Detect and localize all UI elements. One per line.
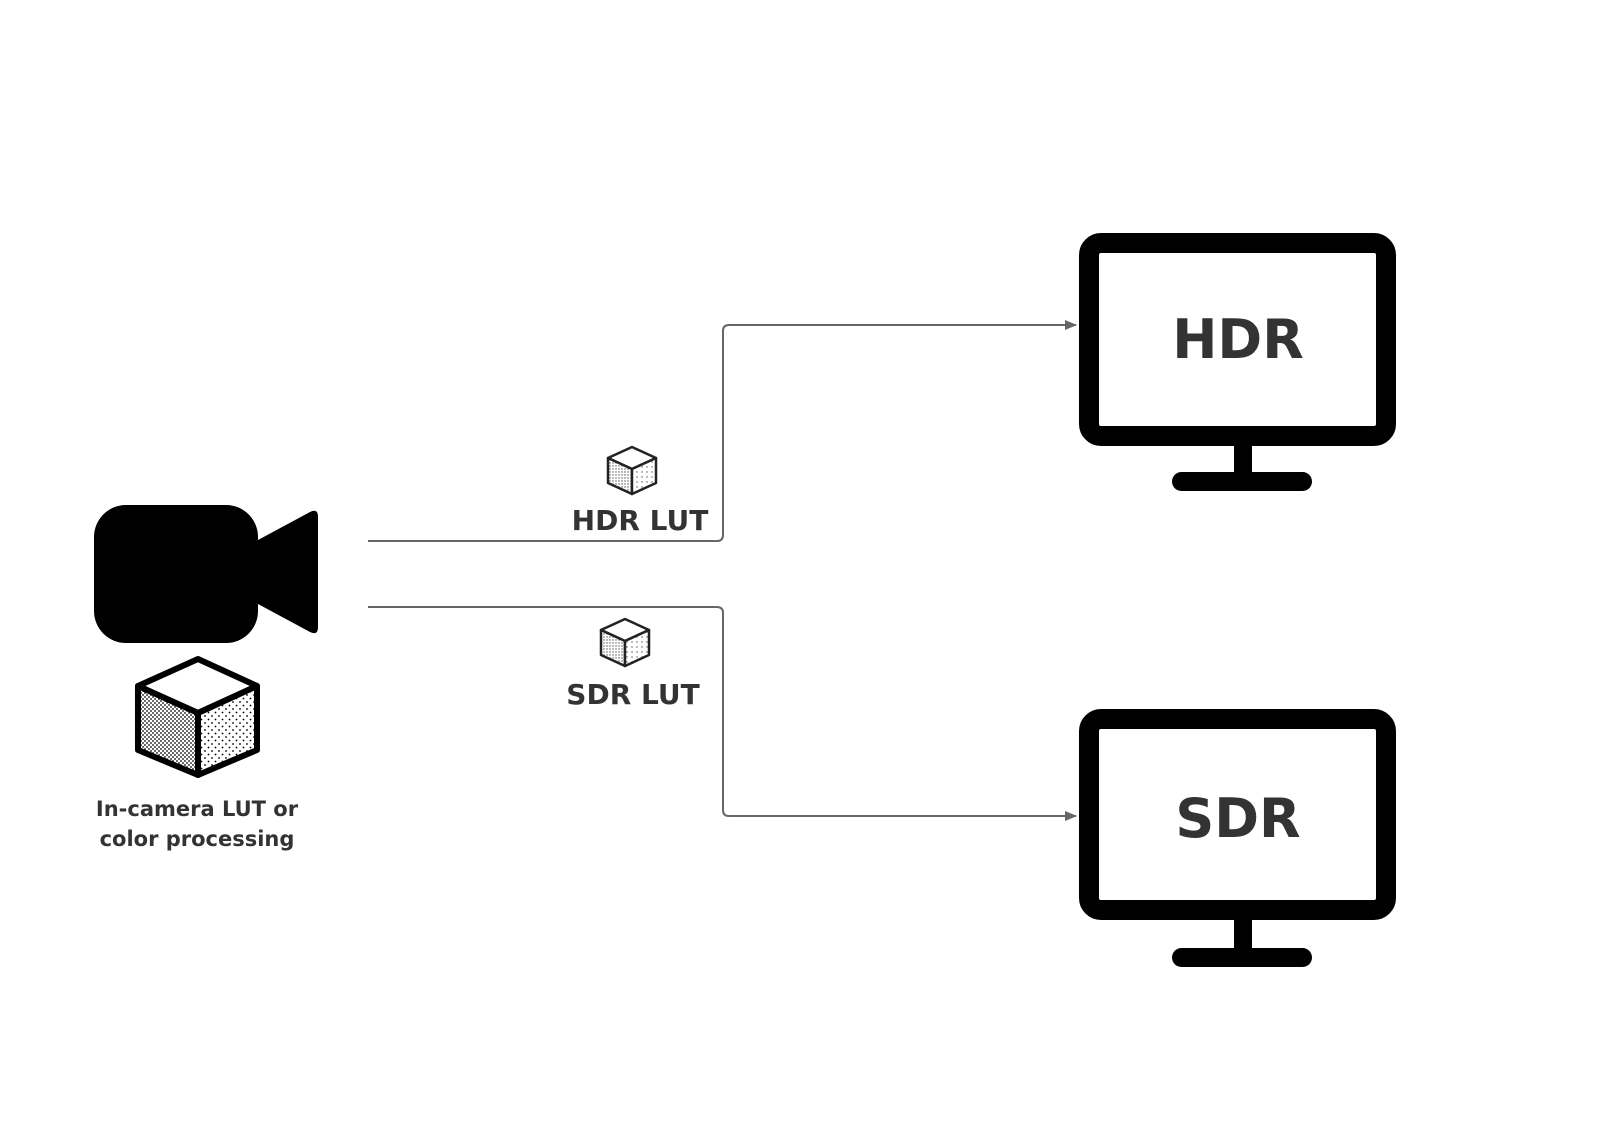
sdr-display-label: SDR <box>1175 787 1300 850</box>
sdr-connector-line <box>368 606 1077 821</box>
lut-cube-icon <box>599 617 651 668</box>
video-camera-icon <box>94 505 318 643</box>
source-caption-line-2: color processing <box>100 827 295 851</box>
source-caption-line-1: In-camera LUT or <box>96 797 299 821</box>
monitor-icon <box>1079 233 1396 491</box>
lut-cube-icon <box>135 656 260 778</box>
monitor-icon <box>1079 709 1396 967</box>
lut-cube-icon <box>606 445 658 496</box>
hdr-display-label: HDR <box>1172 308 1304 371</box>
sdr-lut-label: SDR LUT <box>566 678 699 711</box>
hdr-lut-label: HDR LUT <box>572 504 709 537</box>
hdr-connector-line <box>368 320 1077 542</box>
